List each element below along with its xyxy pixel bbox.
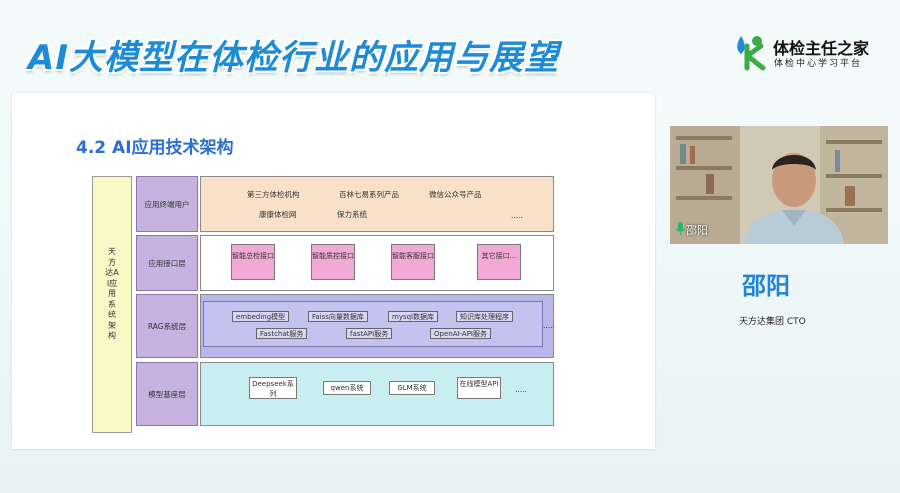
layer-users: 第三方体检机构 百林七易系列产品 微信公众号产品 康康体检网 保力系统 ....… (200, 176, 554, 232)
speaker-video: 邵阳 (670, 126, 888, 244)
layer-label-model: 模型基座层 (136, 362, 198, 426)
user-item: 康康体检网 (259, 210, 297, 219)
rag-item: mysql数据库 (388, 311, 438, 322)
model-item: 在线模型API (457, 377, 501, 399)
interface-item: 智能质控接口 (311, 244, 355, 280)
brand-logo: 体检主任之家 体检中心学习平台 (733, 32, 893, 72)
user-item: 第三方体检机构 (247, 190, 300, 199)
model-item: GLM系统 (389, 381, 435, 395)
layer-label-users: 应用终端用户 (136, 176, 198, 232)
speaker-video-frame (670, 126, 888, 244)
layer-interface: 智能总检接口 智能质控接口 智能客服接口 其它接口... (200, 235, 554, 291)
logo-mark-icon (737, 36, 766, 71)
rag-item: 知识库处理程序 (456, 311, 513, 322)
layer-model: Deepseek系列 qwen系统 GLM系统 在线模型API ..... (200, 362, 554, 426)
layer-label-interface: 应用接口层 (136, 235, 198, 291)
slide-heading: 4.2 AI应用技术架构 (76, 138, 234, 158)
presentation-slide: 4.2 AI应用技术架构 天方达AI应用系统架构 应用终端用户 第三方体检机构 … (12, 93, 655, 449)
rag-item: embeding模型 (232, 311, 290, 322)
architecture-diagram: 天方达AI应用系统架构 应用终端用户 第三方体检机构 百林七易系列产品 微信公众… (92, 176, 555, 433)
speaker-title: 天方达集团 CTO (739, 317, 806, 327)
layer-rag: embeding模型 Faiss向量数据库 mysql数据库 知识库处理程序 F… (200, 294, 555, 358)
logo-subtitle: 体检中心学习平台 (774, 59, 863, 69)
interface-item: 智能总检接口 (231, 244, 275, 280)
speaker-name: 邵阳 (742, 272, 790, 300)
user-item: 百林七易系列产品 (339, 190, 399, 199)
model-item: Deepseek系列 (249, 377, 297, 399)
system-side-label: 天方达AI应用系统架构 (105, 247, 119, 340)
user-item-more: ..... (511, 211, 523, 220)
rag-item: fastAPI服务 (346, 328, 393, 339)
interface-item: 智能客服接口 (391, 244, 435, 280)
microphone-icon (676, 222, 685, 235)
rag-item: Faiss向量数据库 (308, 311, 368, 322)
slide-title: AI大模型在体检行业的应用与展望 (28, 38, 559, 78)
rag-item: Fastchat服务 (256, 328, 308, 339)
rag-item: OpenAI-API服务 (430, 328, 491, 339)
user-item: 保力系统 (337, 210, 367, 219)
interface-item: 其它接口... (477, 244, 521, 280)
user-item: 微信公众号产品 (429, 190, 482, 199)
model-more: ..... (515, 385, 527, 394)
system-side-column: 天方达AI应用系统架构 (92, 176, 132, 433)
rag-more: ..... (543, 321, 555, 330)
model-item: qwen系统 (323, 381, 371, 395)
rag-panel: embeding模型 Faiss向量数据库 mysql数据库 知识库处理程序 F… (203, 301, 543, 347)
video-name-tag: 邵阳 (686, 224, 708, 237)
layer-label-rag: RAG系统层 (136, 294, 198, 358)
logo-name: 体检主任之家 (773, 39, 870, 58)
